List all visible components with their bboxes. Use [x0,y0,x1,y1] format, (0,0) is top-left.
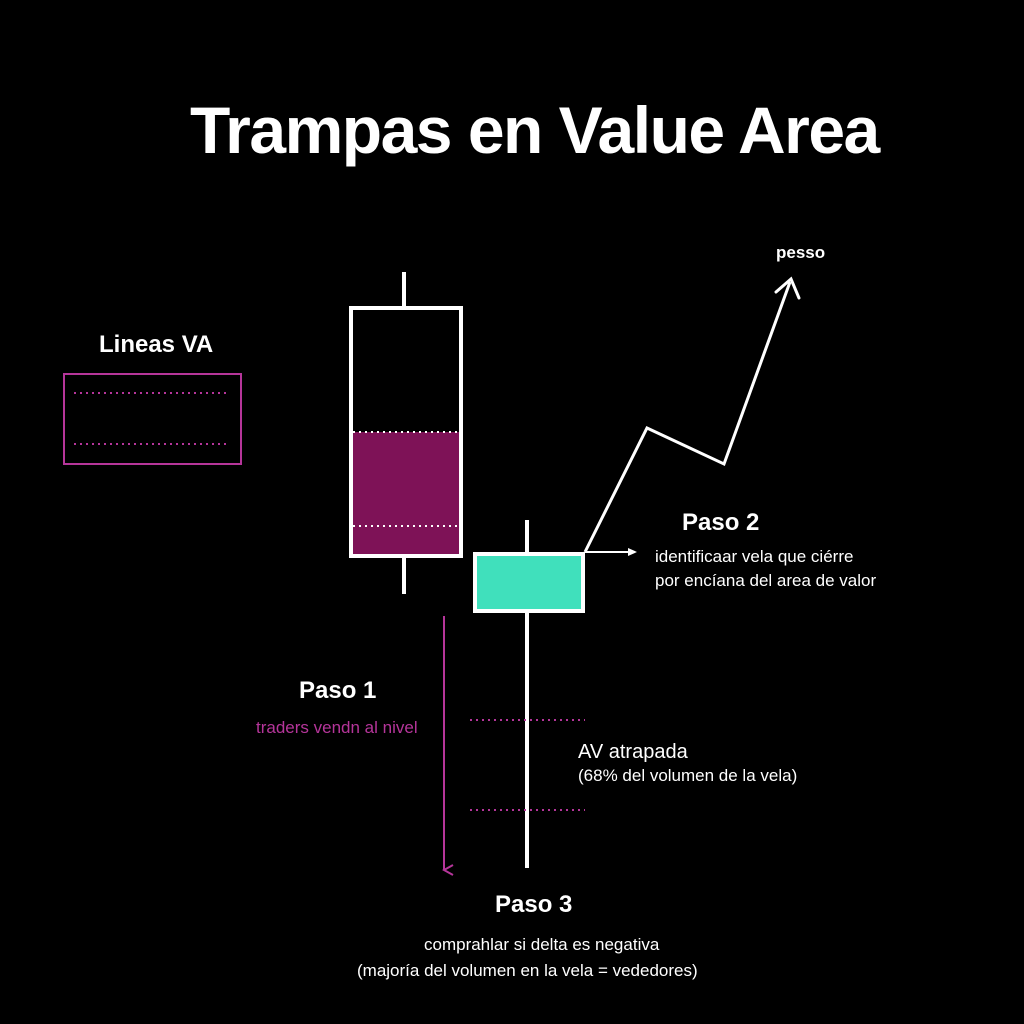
step2-pointer-head [628,548,637,556]
step2-line1: identificaar vela que ciérre [655,547,853,566]
trapped-text: (68% del volumen de la vela) [578,766,797,785]
legend-label: Lineas VA [99,331,213,358]
candle2-body [473,552,585,613]
step1-text: traders vendn al nivel [256,718,418,737]
legend-box [63,373,242,465]
step3-line2: (majoría del volumen en la vela = vededo… [357,961,698,980]
price-arrow-label: pesso [776,243,825,262]
step2-heading: Paso 2 [682,509,759,536]
price-arrow-head [774,276,801,300]
step1-heading: Paso 1 [299,677,376,704]
page-title: Trampas en Value Area [190,93,882,167]
step2-line2: por encíana del area de valor [655,571,876,590]
price-path-line [583,281,792,553]
candle1-body [349,306,463,558]
trapped-heading: AV atrapada [578,741,689,763]
candle1-value-area-fill [352,432,460,556]
step3-heading: Paso 3 [495,891,572,918]
step3-line1: comprahlar si delta es negativa [424,935,660,954]
